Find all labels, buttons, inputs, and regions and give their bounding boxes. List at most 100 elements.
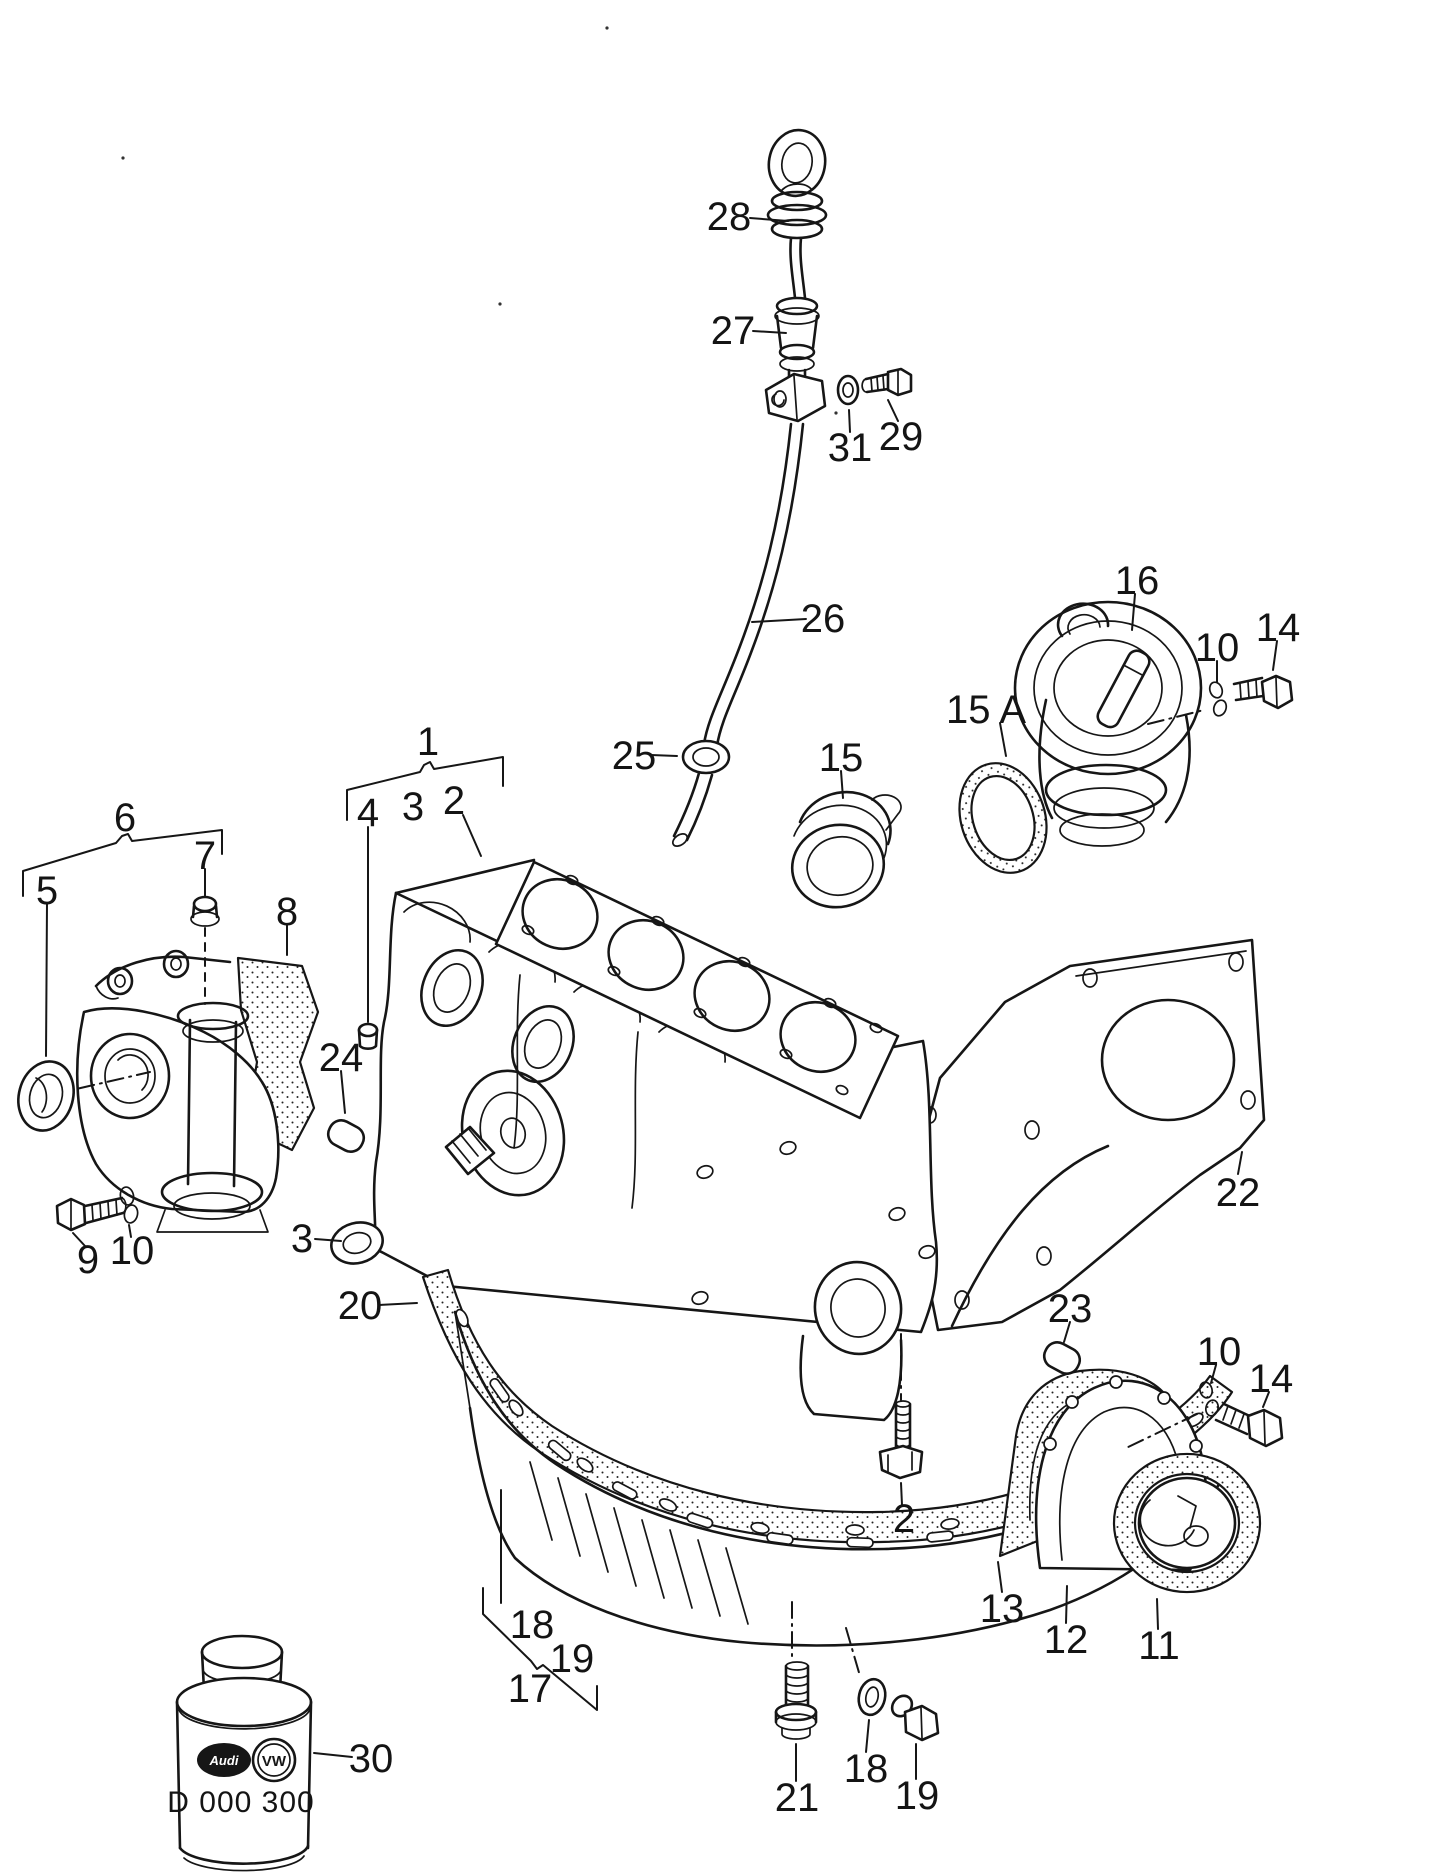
callout-c4: 4 [357,791,379,835]
intermediate-plate [916,938,1266,1332]
callout-c22: 22 [1216,1171,1261,1215]
dipstick-washer [836,374,860,406]
leader-15 [840,770,844,799]
vw-logo-icon: VW [251,1737,297,1783]
leader-23 [1063,1321,1071,1343]
dipstick-bracket-bolt [861,367,913,397]
callout-c19a: 19 [550,1637,595,1681]
callout-c15: 15 [819,736,864,780]
spring-clip [119,1186,139,1224]
leader-2b [900,1482,903,1506]
leader-31 [848,409,851,433]
callout-c31: 31 [828,426,873,470]
dowel-pin-right [1042,1341,1082,1375]
oil-cooler-gasket [958,762,1048,874]
callout-c18b: 18 [844,1747,889,1791]
front-crank-seal [17,1060,75,1132]
oil-drain-plug [774,1661,818,1740]
sealant-can: Audi VW D 000 300 [167,1634,314,1872]
tube-retaining-ring [681,739,731,775]
leader-14a [1272,640,1278,671]
rear-crank-seal [1112,1452,1262,1594]
leader-25 [650,754,678,757]
leader-18b [865,1719,870,1753]
callout-c27: 27 [711,309,756,353]
callout-c10a: 10 [1195,626,1240,670]
leader-2a [462,814,482,857]
dowel-pin-left [326,1119,366,1153]
callout-c30: 30 [349,1737,394,1781]
flange-bolt-bottom-right [1214,1402,1284,1448]
callout-c3b: 3 [291,1217,313,1261]
callout-c20: 20 [338,1284,383,1328]
leader-18b-axis [845,1627,861,1677]
leader-22 [1237,1151,1243,1175]
leader-27 [752,330,787,334]
callout-c7: 7 [194,834,216,878]
leader-12 [1065,1585,1068,1624]
callout-c6: 6 [114,796,136,840]
callout-c14a: 14 [1256,606,1301,650]
sealing-plug [357,1022,379,1051]
svg-text:VW: VW [262,1753,287,1770]
oil-pump-assembly [17,895,320,1233]
bracket-6 [22,829,223,897]
leader-10b [128,1224,132,1238]
callout-c21: 21 [775,1776,820,1820]
piston-rings [790,790,902,909]
leader-10c [1210,1364,1217,1384]
dipstick-assembly [764,128,828,423]
leader-24 [340,1070,346,1114]
callout-c19b: 19 [895,1774,940,1818]
drain-screw [890,1694,940,1742]
block-bolt [878,1400,924,1480]
callout-c28: 28 [707,195,752,239]
audi-logo-icon: Audi [197,1743,251,1777]
leader-30 [313,1752,353,1758]
leader-10c-axis [1123,1413,1198,1450]
sump-ribs [529,1461,749,1625]
grommet [190,895,220,927]
callout-c8: 8 [276,890,298,934]
callout-c24: 24 [319,1036,364,1080]
dipstick-guide-tube [671,422,805,848]
leader-11 [1156,1598,1159,1630]
callout-c10b: 10 [110,1229,155,1273]
bracket-17-18-19 [482,1587,598,1711]
pump-bolt [55,1196,127,1232]
callout-c18a: 18 [510,1603,555,1647]
leader-15A [999,722,1007,757]
leader-28 [749,217,789,222]
callout-c16: 16 [1115,559,1160,603]
leader-10a-axis [1147,709,1205,725]
callout-c5: 5 [36,869,58,913]
spring-clip-top-right [1208,681,1228,717]
callout-c23: 23 [1048,1287,1093,1331]
seal-ring-3 [330,1221,384,1265]
leader-26 [751,618,807,623]
leader-16 [1131,593,1136,631]
print-speckles [121,26,838,415]
head-gasket [494,860,900,1120]
leader-20 [378,1302,418,1306]
cylinder-block [372,858,939,1422]
callout-c10c: 10 [1197,1330,1242,1374]
oil-cooler [1013,600,1203,847]
svg-text:Audi: Audi [209,1753,239,1768]
callout-c11: 11 [1138,1624,1180,1668]
callout-c15A: 15 A [946,688,1026,732]
callout-c2a: 2 [443,779,465,823]
leader-14b [1262,1391,1270,1408]
leader-29 [887,399,899,422]
drain-washer [857,1677,887,1717]
callout-c3a: 3 [402,785,424,829]
leader-13 [997,1561,1003,1593]
callout-c1: 1 [417,720,439,764]
callout-c26: 26 [801,597,846,641]
leader-5 [45,902,48,1057]
leader-9 [72,1232,86,1247]
callout-c29: 29 [879,415,924,459]
